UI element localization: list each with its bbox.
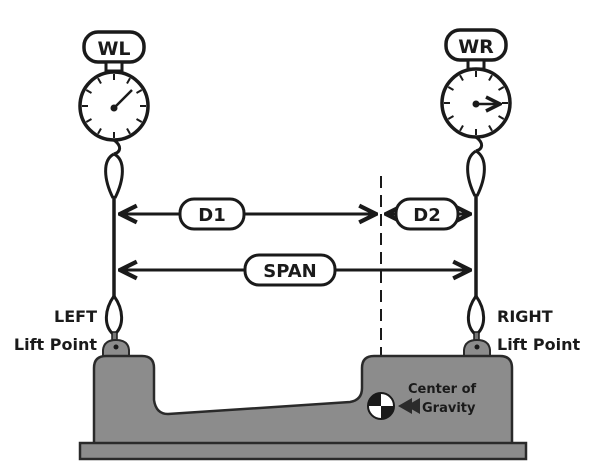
left-hook-icon — [113, 138, 122, 156]
dial-tick — [126, 128, 131, 135]
d2-label-box — [394, 197, 460, 231]
dial-tick — [447, 86, 454, 91]
d2-dimension: D2 — [386, 197, 470, 231]
right-lower-sling-loop — [466, 295, 486, 336]
dial-tick — [459, 125, 464, 132]
left-lift-point-label-line2: Lift Point — [14, 335, 97, 354]
right-hook-icon — [475, 135, 484, 153]
dial-tick — [459, 74, 464, 81]
dial-tick — [126, 77, 131, 84]
lifted-part — [78, 338, 528, 461]
d2-label: D2 — [413, 205, 440, 226]
left-lower-sling-loop — [104, 295, 124, 336]
span-label: SPAN — [263, 261, 317, 282]
dial-tick — [498, 115, 505, 120]
cg-arrow-icon — [398, 398, 420, 414]
dial-tick — [136, 118, 143, 123]
part-body — [92, 354, 514, 446]
right-scale-label: WR — [458, 36, 494, 58]
span-dimension: SPAN — [120, 253, 470, 287]
left-scale-needle — [113, 89, 133, 109]
part-base-plate — [78, 441, 528, 461]
right-scale: WR — [440, 28, 512, 345]
right-lift-point-label-line1: RIGHT — [497, 307, 553, 326]
center-of-gravity-symbol-icon — [367, 392, 395, 420]
left-upper-sling-loop — [104, 152, 124, 199]
d1-dimension: D1 — [120, 197, 376, 231]
right-upper-sling-loop — [466, 149, 486, 197]
dial-tick — [97, 77, 102, 84]
left-scale-label: WL — [97, 38, 130, 60]
dial-tick — [97, 128, 102, 135]
d1-label-box — [178, 197, 246, 231]
cg-label-line2: Gravity — [422, 401, 476, 416]
d1-label: D1 — [198, 205, 225, 226]
dial-tick — [488, 74, 493, 81]
span-label-box — [243, 253, 337, 287]
left-scale: WL — [78, 30, 150, 345]
dial-tick — [447, 115, 454, 120]
left-lift-point-label-line1: LEFT — [54, 307, 97, 326]
right-lift-point-label-line2: Lift Point — [497, 335, 580, 354]
left-scale-neck — [104, 60, 124, 73]
dial-tick — [498, 86, 505, 91]
dial-tick — [85, 118, 92, 123]
dial-tick — [136, 89, 143, 94]
dial-tick — [488, 125, 493, 132]
dial-tick — [85, 89, 92, 94]
cg-label-line1: Center of — [408, 382, 477, 397]
